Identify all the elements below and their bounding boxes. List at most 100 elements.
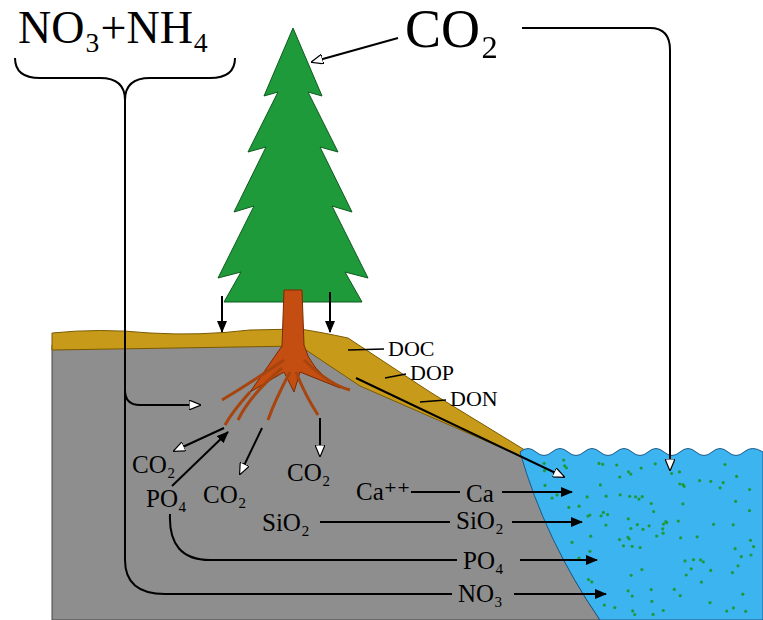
plankton-dot bbox=[615, 463, 618, 466]
plankton-dot bbox=[587, 578, 590, 581]
plankton-dot bbox=[685, 573, 688, 576]
plankton-dot bbox=[681, 502, 684, 505]
plankton-dot bbox=[690, 567, 693, 570]
plankton-dot bbox=[578, 505, 581, 508]
plankton-dot bbox=[650, 588, 653, 591]
plankton-dot bbox=[543, 484, 546, 487]
plankton-dot bbox=[605, 495, 608, 498]
plankton-dot bbox=[570, 541, 573, 544]
plankton-dot bbox=[589, 535, 592, 538]
plankton-dot bbox=[650, 600, 653, 603]
plankton-dot bbox=[709, 480, 712, 483]
plankton-dot bbox=[678, 470, 681, 473]
plankton-dot bbox=[588, 550, 591, 553]
plankton-dot bbox=[740, 555, 743, 558]
plankton-dot bbox=[590, 580, 593, 583]
deposition-to-roots bbox=[125, 100, 200, 405]
plankton-dot bbox=[622, 544, 625, 547]
plankton-dot bbox=[665, 521, 668, 524]
plankton-dot bbox=[602, 511, 605, 514]
plankton-dot bbox=[662, 523, 665, 526]
plankton-dot bbox=[732, 523, 735, 526]
plankton-dot bbox=[661, 527, 664, 530]
plankton-dot bbox=[734, 547, 737, 550]
co2-respiration-arrow bbox=[174, 428, 224, 451]
flux-line bbox=[411, 491, 460, 493]
flux-label: CO₂ bbox=[405, 2, 499, 56]
tree-trunk bbox=[250, 290, 340, 392]
flux-line bbox=[320, 521, 450, 523]
plankton-dot bbox=[700, 581, 703, 584]
plankton-dot bbox=[722, 481, 725, 484]
plankton-dot bbox=[599, 483, 602, 486]
plankton-dot bbox=[662, 609, 665, 612]
plankton-dot bbox=[744, 610, 747, 613]
plankton-dot bbox=[749, 553, 752, 556]
soil bbox=[52, 343, 600, 620]
co2-respiration-arrow bbox=[319, 418, 321, 456]
plankton-dot bbox=[709, 569, 712, 572]
plankton-dot bbox=[636, 523, 639, 526]
plankton-dot bbox=[679, 594, 682, 597]
plankton-dot bbox=[723, 463, 726, 466]
flux-line bbox=[170, 514, 457, 560]
plankton-dot bbox=[640, 568, 643, 571]
phosphate-uptake-arrow bbox=[172, 432, 228, 486]
plankton-dot bbox=[603, 604, 606, 607]
plankton-dot bbox=[641, 495, 644, 498]
flux-label: CO₂ bbox=[132, 452, 175, 477]
plankton-dot bbox=[749, 539, 752, 542]
plankton-dot bbox=[597, 462, 600, 465]
flux-arrow bbox=[520, 559, 597, 561]
flux-label: PO₄ bbox=[146, 486, 187, 511]
plankton-dots bbox=[543, 459, 756, 617]
plankton-dot bbox=[698, 479, 701, 482]
plankton-dot bbox=[637, 498, 640, 501]
plankton-dot bbox=[639, 546, 642, 549]
plankton-dot bbox=[640, 467, 643, 470]
co2-respiration-arrow bbox=[240, 428, 262, 474]
flux-label: SiO₂ bbox=[456, 508, 504, 533]
plankton-dot bbox=[631, 545, 634, 548]
plankton-dot bbox=[655, 534, 658, 537]
plankton-dot bbox=[641, 528, 644, 531]
plankton-dot bbox=[679, 536, 682, 539]
plankton-dot bbox=[678, 482, 681, 485]
plankton-dot bbox=[627, 589, 630, 592]
co2-to-water-arrow bbox=[522, 28, 670, 470]
plankton-dot bbox=[586, 495, 589, 498]
plankton-dot bbox=[683, 559, 686, 562]
brace bbox=[15, 58, 235, 100]
plankton-dot bbox=[604, 524, 607, 527]
plankton-dot bbox=[683, 485, 686, 488]
plankton-dot bbox=[696, 535, 699, 538]
plankton-dot bbox=[630, 574, 633, 577]
plankton-dot bbox=[588, 513, 591, 516]
plankton-dot bbox=[731, 571, 734, 574]
plankton-dot bbox=[629, 527, 632, 530]
plankton-dot bbox=[618, 475, 621, 478]
plankton-dot bbox=[634, 495, 637, 498]
plankton-dot bbox=[699, 558, 702, 561]
nitrate-leaching bbox=[125, 100, 452, 594]
plankton-dot bbox=[600, 514, 603, 517]
plankton-dot bbox=[702, 560, 705, 563]
plankton-dot bbox=[748, 488, 751, 491]
plankton-dot bbox=[664, 520, 667, 523]
plankton-dot bbox=[562, 459, 565, 462]
litterfall-arrow bbox=[221, 296, 223, 332]
plankton-dot bbox=[628, 495, 631, 498]
flux-label: DOC bbox=[388, 338, 434, 360]
plankton-dot bbox=[650, 502, 653, 505]
plankton-dot bbox=[648, 524, 651, 527]
roots bbox=[222, 360, 350, 425]
plankton-dot bbox=[654, 462, 657, 465]
plankton-dot bbox=[629, 473, 632, 476]
litterfall-arrow bbox=[329, 292, 331, 332]
flux-label: CO₂ bbox=[287, 460, 330, 485]
plankton-dot bbox=[741, 593, 744, 596]
plankton-dot bbox=[543, 469, 546, 472]
flux-label: Ca bbox=[466, 481, 494, 506]
plankton-dot bbox=[618, 538, 621, 541]
